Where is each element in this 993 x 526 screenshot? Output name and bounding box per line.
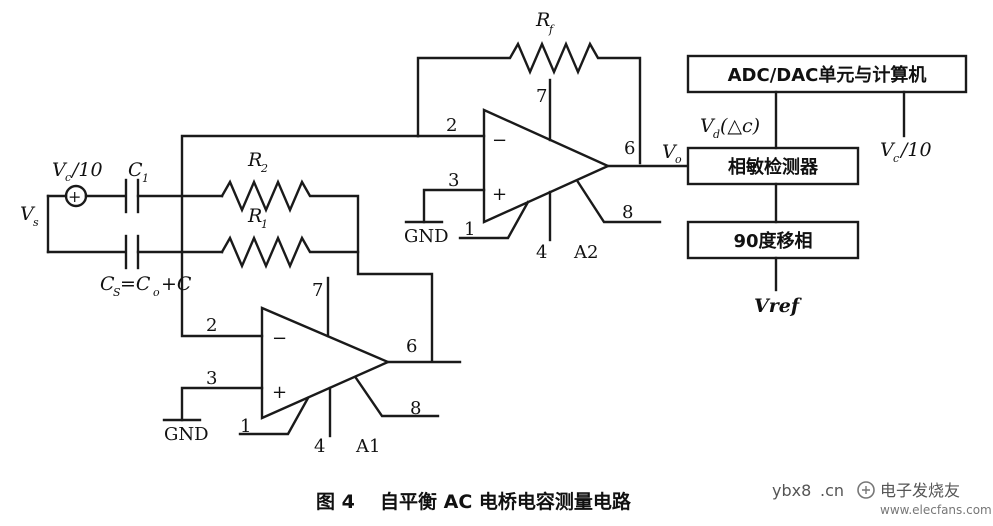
figure-caption: 图 4 自平衡 AC 电桥电容测量电路 (316, 490, 632, 513)
r2-label-sub: 2 (260, 162, 268, 175)
source-label-sub: c (65, 171, 71, 184)
cs-label: C (100, 273, 115, 295)
opamp-a1-plus-sign: + (272, 382, 287, 403)
c1-label: C (128, 159, 143, 181)
opamp-a2-plus-sign: + (492, 184, 507, 205)
cs-label-sub: S (113, 286, 121, 299)
watermark-site-dot: .cn (820, 481, 844, 500)
adc-dac-block-label: ADC/DAC单元与计算机 (728, 64, 927, 86)
r1-label: R (247, 205, 262, 227)
a2-pin-8: 8 (622, 202, 633, 223)
source-plus-sign: + (68, 187, 81, 206)
a2-name: A2 (573, 242, 598, 263)
cs-label-mid: =C (120, 273, 151, 295)
adc-dac-block (686, 54, 968, 94)
a1-pin-2: 2 (206, 315, 217, 336)
a1-pin-8: 8 (410, 398, 421, 419)
a2-gnd-label: GND (404, 226, 449, 247)
source-label-tail: /10 (70, 159, 103, 181)
a2-pin-7: 7 (536, 86, 547, 107)
watermark: ybx8 .cn 电子发烧友 www.elecfans.com (772, 481, 992, 517)
a1-gnd-label: GND (164, 424, 209, 445)
a2-pin-2: 2 (446, 115, 457, 136)
watermark-logo-icon (857, 481, 875, 499)
vref-label: Vref (754, 295, 802, 317)
vc-label-tail: /10 (899, 139, 932, 161)
vc-label-sub: c (893, 152, 899, 165)
feedback-resistor-rf: R f (416, 9, 642, 165)
vc-label: V (880, 139, 896, 161)
signal-chain-blocks: ADC/DAC单元与计算机 相敏检测器 90度移相 V d (△c) V c /… (686, 54, 968, 317)
vo-label-sub: o (675, 153, 682, 166)
cs-label-tail: +C (161, 273, 192, 295)
watermark-brand: 电子发烧友 (880, 481, 960, 500)
source-branch: + V c /10 C 1 R 2 R 1 V s C S =C o +C (20, 149, 434, 362)
watermark-url: www.elecfans.com (880, 503, 992, 517)
r2-label: R (247, 149, 262, 171)
a1-pin-3: 3 (206, 368, 217, 389)
opamp-a1: − + 7 4 1 8 2 3 GND A1 6 (162, 276, 462, 457)
figure-title: 自平衡 AC 电桥电容测量电路 (380, 490, 632, 513)
opamp-a2-triangle (482, 108, 611, 224)
inverting-bus-wire (180, 134, 420, 338)
opamp-a2: − + 7 4 1 8 2 3 GND A2 6 V o (404, 78, 690, 263)
c1-label-sub: 1 (142, 172, 149, 185)
a1-pin-1: 1 (240, 416, 251, 437)
phase-shift-block (686, 220, 860, 260)
a2-pin-6: 6 (624, 138, 635, 159)
vd-label-sub: d (713, 128, 720, 141)
phase-detector-block-label: 相敏检测器 (728, 156, 819, 178)
vs-label-sub: s (33, 216, 39, 229)
a1-pin-7: 7 (312, 280, 323, 301)
opamp-a1-triangle (260, 306, 391, 420)
a1-name: A1 (355, 436, 380, 457)
vo-label: V (662, 141, 678, 163)
cs-label-sub2: o (153, 286, 160, 299)
a2-pin-3: 3 (448, 170, 459, 191)
opamp-a1-minus-sign: − (272, 328, 287, 349)
rf-label: R (535, 9, 550, 31)
vs-label: V (20, 203, 36, 225)
source-label: V (52, 159, 68, 181)
rf-label-sub: f (548, 23, 555, 36)
a1-pin-6: 6 (406, 336, 417, 357)
phase-detector-block (686, 146, 860, 186)
vd-label: V (700, 115, 716, 137)
vd-label-tail: (△c) (720, 115, 760, 137)
figure-number: 图 4 (316, 491, 355, 513)
a2-pin-4: 4 (536, 242, 547, 263)
a2-pin-1: 1 (464, 219, 475, 240)
watermark-site: ybx8 (772, 481, 811, 500)
r1-label-sub: 1 (261, 218, 268, 231)
opamp-a2-minus-sign: − (492, 130, 507, 151)
phase-shift-block-label: 90度移相 (733, 230, 812, 252)
a1-pin-4: 4 (314, 436, 325, 457)
